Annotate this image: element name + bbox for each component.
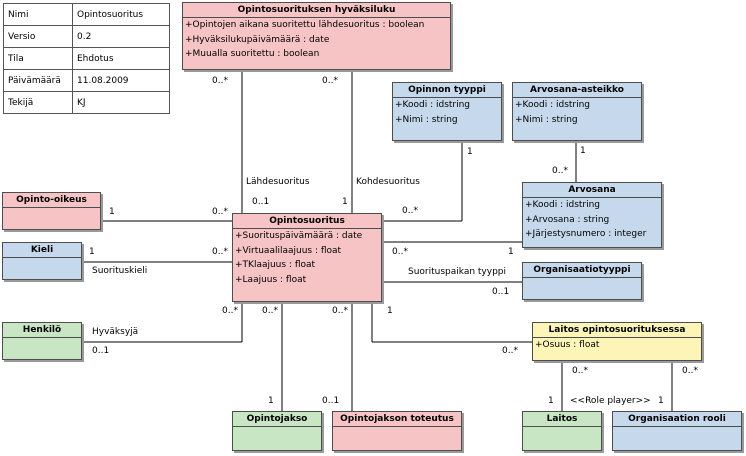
multiplicity-label: 1 [467,147,473,157]
class-title: Laitos [523,412,601,427]
multiplicity-label: 0..* [682,366,698,376]
class-attribute: +Suorituspäivämäärä : date [235,231,363,241]
meta-key: Versio [3,25,73,48]
multiplicity-label: 1 [548,396,554,406]
multiplicity-label: 0..* [402,206,418,216]
class-attribute: +Järjestysnumero : integer [525,229,647,239]
multiplicity-label: 1 [268,396,274,406]
meta-key: Tekijä [3,91,73,114]
class-title: Arvosana [523,183,661,198]
class-attribute: +TKlaajuus : float [235,260,316,270]
meta-value: Opintosuoritus [72,3,170,26]
class-attribute: +Koodi : idstring [395,100,471,110]
multiplicity-label: 1 [109,207,115,217]
class-title: Opinto-oikeus [3,193,100,208]
class-title: Organisaatiotyyppi [523,263,641,278]
class-organisaation-rooli[interactable]: Organisaation rooli [612,411,742,451]
class-arvosana[interactable]: Arvosana +Koodi : idstring +Arvosana : s… [522,182,662,248]
multiplicity-label: 0..* [392,247,408,257]
multiplicity-label: 0..* [322,76,338,86]
class-attribute: +Arvosana : string [525,214,610,225]
class-organisaatiotyyppi[interactable]: Organisaatiotyyppi [522,262,642,300]
multiplicity-label: 0..* [332,306,348,316]
meta-value: KJ [72,91,170,114]
class-title: Opintosuoritus [233,214,381,229]
class-opinto-oikeus[interactable]: Opinto-oikeus [2,192,101,230]
class-laitos-opintosuorituksessa[interactable]: Laitos opintosuorituksessa +Osuus : floa… [532,322,702,361]
meta-value: Ehdotus [72,47,170,70]
multiplicity-label: 0..1 [92,346,110,356]
role-label: Suorituskieli [92,266,148,276]
role-label: Hyväksyjä [92,327,139,337]
class-attribute: +Koodi : idstring [515,100,591,110]
class-title: Henkilö [3,323,81,338]
stereotype-label: <<Role player>> [570,396,651,406]
role-label: Kohdesuoritus [356,177,420,187]
class-title: Opintojakso [233,412,321,427]
class-title: Laitos opintosuorituksessa [533,323,701,338]
class-attribute: +Nimi : string [515,114,578,125]
multiplicity-label: 0..* [572,366,588,376]
class-title: Opinnon tyyppi [393,83,501,98]
multiplicity-label: 1 [508,247,514,257]
multiplicity-label: 0..1 [492,287,510,297]
meta-key: Tila [3,47,73,70]
multiplicity-label: 1 [658,396,664,406]
multiplicity-label: 0..* [222,306,238,316]
class-hyvaksiluku[interactable]: Opintosuorituksen hyväksiluku +Opintojen… [182,2,451,70]
class-laitos[interactable]: Laitos [522,411,602,451]
multiplicity-label: 1 [580,146,586,156]
multiplicity-label: 0..* [212,76,228,86]
class-attribute: +Virtuaalilaajuus : float [235,245,342,256]
multiplicity-label: 0..1 [252,197,270,207]
meta-key: Nimi [3,3,73,26]
multiplicity-label: 1 [89,247,95,257]
multiplicity-label: 0..* [212,247,228,257]
class-title: Organisaation rooli [613,412,741,427]
class-attribute: +Nimi : string [395,114,458,125]
multiplicity-label: 0..* [212,207,228,217]
meta-value: 11.08.2009 [72,69,170,92]
class-attribute: +Koodi : idstring [525,200,601,210]
meta-value: 0.2 [72,25,170,48]
role-label: Lähdesuoritus [246,177,310,187]
class-attribute: +Opintojen aikana suoritettu lähdesuorit… [185,20,425,30]
class-henkilo[interactable]: Henkilö [2,322,82,360]
class-title: Arvosana-asteikko [513,83,641,98]
class-opintojakso[interactable]: Opintojakso [232,411,322,451]
class-opintosuoritus[interactable]: Opintosuoritus +Suorituspäivämäärä : dat… [232,213,382,302]
class-title: Opintojakson toteutus [333,412,461,427]
multiplicity-label: 1 [387,306,393,316]
class-opintojakson-toteutus[interactable]: Opintojakson toteutus [332,411,462,451]
multiplicity-label: 0..* [262,306,278,316]
class-title: Opintosuorituksen hyväksiluku [183,3,450,18]
class-arvosana-asteikko[interactable]: Arvosana-asteikko +Koodi : idstring +Nim… [512,82,642,141]
multiplicity-label: 0..* [552,166,568,176]
role-label: Suorituspaikan tyyppi [408,267,507,277]
class-attribute: +Osuus : float [535,340,600,350]
class-attribute: +Hyväksilukupäivämäärä : date [185,34,330,45]
meta-key: Päivämäärä [3,69,73,92]
class-attribute: +Muualla suoritettu : boolean [185,49,320,59]
multiplicity-label: 0..1 [322,396,340,406]
class-title: Kieli [3,243,81,258]
multiplicity-label: 1 [342,197,348,207]
class-kieli[interactable]: Kieli [2,242,82,280]
multiplicity-label: 0..* [502,346,518,356]
class-attribute: +Laajuus : float [235,274,307,285]
class-opinnon-tyyppi[interactable]: Opinnon tyyppi +Koodi : idstring +Nimi :… [392,82,502,141]
